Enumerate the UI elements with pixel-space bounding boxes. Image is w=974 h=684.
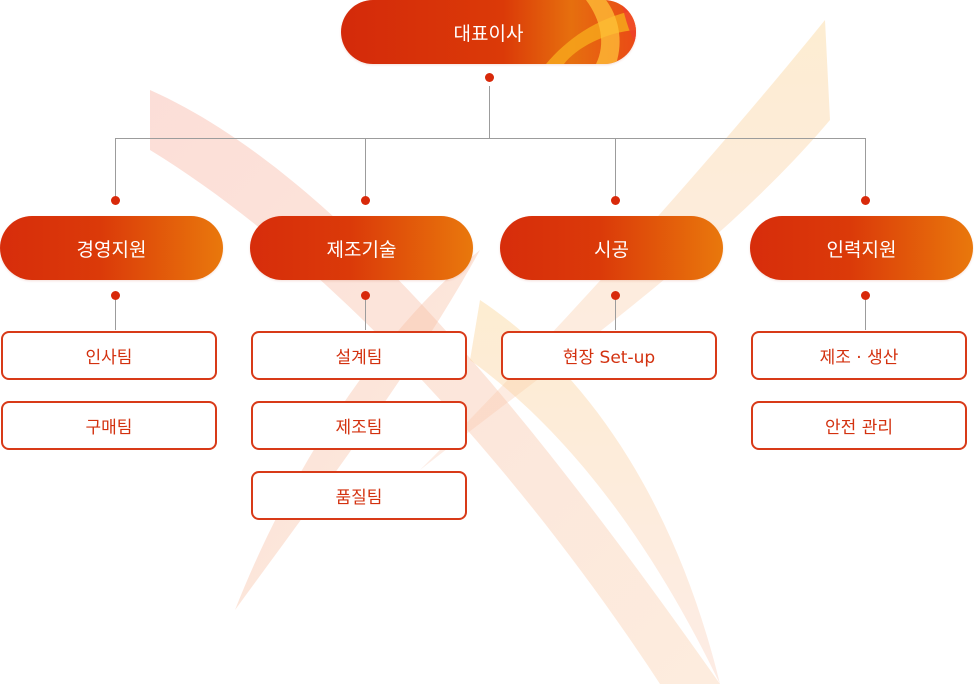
team-box: 제조팀	[251, 401, 467, 450]
dept-label: 제조기술	[326, 238, 397, 261]
connector-dot	[361, 291, 370, 300]
connector-dot	[485, 73, 494, 82]
connector-dot	[361, 196, 370, 205]
connector-line	[365, 138, 366, 200]
connector-line	[615, 138, 616, 200]
team-box: 설계팀	[251, 331, 467, 380]
dept-node-manufacturing-tech: 제조기술	[250, 216, 473, 280]
connector-line	[115, 138, 116, 200]
connector-line	[115, 300, 116, 330]
connector-dot	[111, 291, 120, 300]
dept-node-workforce: 인력지원	[750, 216, 973, 280]
ceo-label: 대표이사	[453, 22, 524, 45]
team-box: 안전 관리	[751, 401, 967, 450]
ceo-node: 대표이사	[341, 0, 636, 64]
flame-logo-icon	[546, 0, 636, 64]
connector-dot	[611, 291, 620, 300]
dept-label: 인력지원	[826, 238, 897, 261]
connector-line	[489, 86, 490, 138]
team-box: 품질팀	[251, 471, 467, 520]
team-box: 제조 · 생산	[751, 331, 967, 380]
team-box: 구매팀	[1, 401, 217, 450]
dept-node-management: 경영지원	[0, 216, 223, 280]
connector-dot	[611, 196, 620, 205]
connector-line	[615, 300, 616, 330]
dept-node-construction: 시공	[500, 216, 723, 280]
dept-label: 시공	[594, 238, 629, 261]
connector-line	[115, 138, 866, 139]
team-box: 현장 Set-up	[501, 331, 717, 380]
connector-dot	[861, 291, 870, 300]
team-box: 인사팀	[1, 331, 217, 380]
connector-line	[365, 300, 366, 330]
connector-line	[865, 138, 866, 200]
connector-line	[865, 300, 866, 330]
dept-label: 경영지원	[76, 238, 147, 261]
connector-dot	[111, 196, 120, 205]
connector-dot	[861, 196, 870, 205]
